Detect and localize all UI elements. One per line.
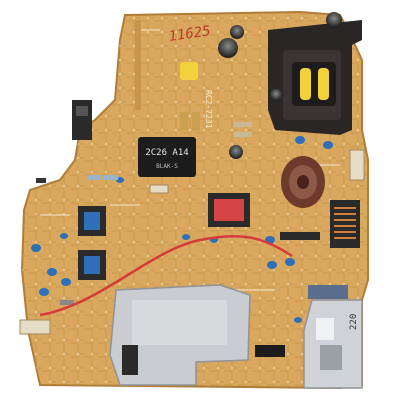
inductor-coil	[330, 200, 360, 248]
small-transformer	[208, 193, 250, 227]
handwritten-marking: 11625	[168, 23, 212, 45]
connector-strip	[19, 149, 365, 335]
board-code: RC2-7231	[204, 90, 213, 129]
blue-transformer	[78, 206, 106, 280]
relay-block: 2C26 A14 BLAK-S	[138, 137, 196, 177]
electrolytic-capacitor	[218, 12, 342, 159]
main-transformer	[292, 62, 336, 106]
relay-marking-sub: BLAK-S	[156, 163, 178, 170]
yellow-capacitor	[180, 62, 198, 80]
metal-shield	[109, 284, 285, 386]
ceramic-capacitors	[31, 136, 333, 323]
red-wire	[39, 234, 293, 317]
switch-component	[72, 100, 92, 140]
side-code: 220	[349, 314, 359, 330]
large-capacitor	[281, 156, 325, 208]
metal-bracket: 220	[303, 299, 363, 389]
relay-marking: 2C26 A14	[145, 148, 188, 158]
